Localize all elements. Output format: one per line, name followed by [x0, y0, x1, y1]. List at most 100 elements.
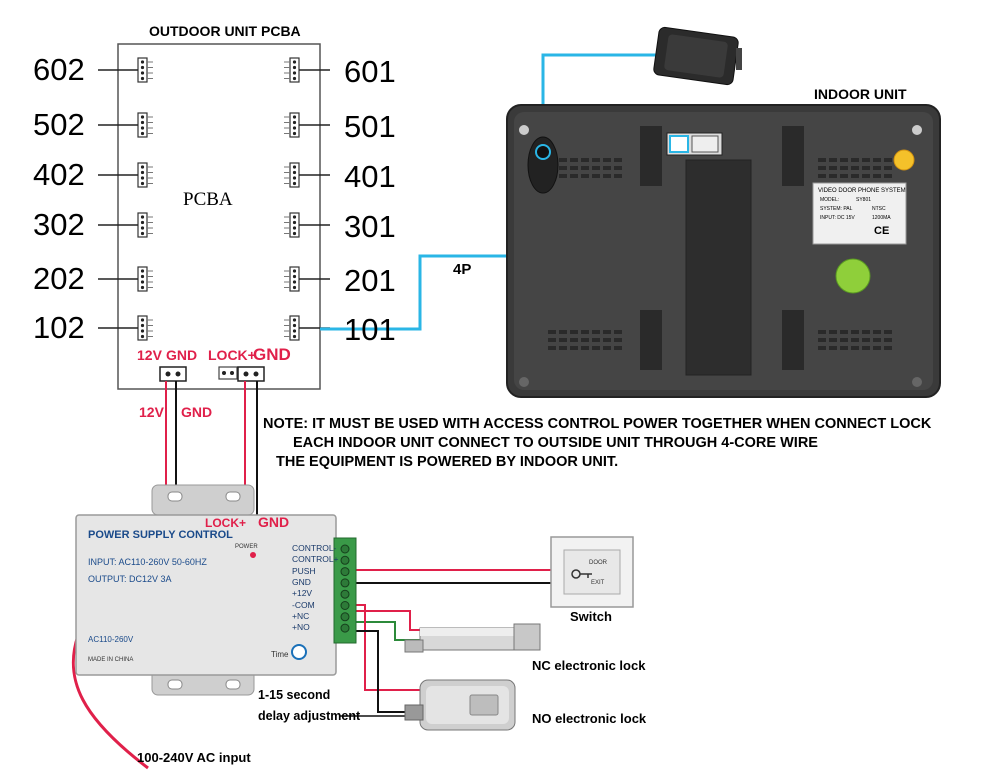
terminal-block-lock	[237, 366, 265, 382]
pcba-board-label: PCBA	[183, 189, 233, 210]
vent-slot	[862, 158, 870, 162]
sticker-system: SYSTEM: PAL	[820, 206, 853, 212]
vent-slot	[581, 174, 589, 178]
vent-slot	[581, 330, 589, 334]
indoor-title: INDOOR UNIT	[814, 86, 907, 102]
unit-label-501: 501	[344, 109, 396, 144]
psu-terminal-label: +NC	[292, 610, 310, 621]
vent-slot	[603, 330, 611, 334]
vent-slot	[603, 346, 611, 350]
indoor-unit-sticker	[812, 182, 907, 245]
unit-label-602: 602	[33, 52, 85, 87]
psu-title: POWER SUPPLY CONTROL	[88, 529, 233, 541]
nc-lock-label: NC electronic lock	[532, 658, 646, 673]
psu-terminal-label: CONTROL+	[292, 554, 339, 565]
terminal-label-lock: LOCK+	[208, 347, 256, 363]
vent-slot	[559, 166, 567, 170]
psu-ac-label: AC110-260V	[88, 635, 134, 644]
vent-slot	[840, 338, 848, 342]
power-supply-unit	[75, 484, 357, 696]
vent-slot	[840, 346, 848, 350]
psu-output: OUTPUT: DC12V 3A	[88, 574, 172, 584]
switch-label: Switch	[570, 609, 612, 624]
vent-slot	[603, 158, 611, 162]
psu-terminal-screw	[340, 555, 350, 565]
no-electronic-lock	[404, 679, 516, 731]
psu-made-in: MADE IN CHINA	[88, 657, 134, 663]
vent-slot	[559, 330, 567, 334]
outdoor-connector-201	[284, 266, 330, 292]
sticker-ntsc: NTSC	[872, 206, 886, 212]
vent-slot	[581, 338, 589, 342]
psu-gnd-label: GND	[258, 514, 290, 530]
vent-slot	[603, 174, 611, 178]
vent-slot	[840, 166, 848, 170]
vent-slot	[603, 166, 611, 170]
vent-slot	[829, 346, 837, 350]
vent-slot	[581, 158, 589, 162]
ac-input-wire	[71, 629, 149, 770]
vent-slot	[614, 174, 622, 178]
vent-slot	[614, 158, 622, 162]
vent-slot	[884, 166, 892, 170]
vent-slot	[840, 330, 848, 334]
terminal-block-jumper	[218, 366, 238, 380]
connector-4p-label: 4P	[453, 261, 472, 278]
sticker-model: SY801	[856, 197, 872, 203]
unit-label-202: 202	[33, 261, 85, 296]
vent-slot	[862, 338, 870, 342]
vent-slot	[614, 346, 622, 350]
unit-label-302: 302	[33, 207, 85, 242]
vent-slot	[581, 346, 589, 350]
vent-slot	[829, 158, 837, 162]
terminal-label-gnd2: GND	[253, 345, 291, 364]
sticker-current: 1200MA	[872, 215, 891, 221]
outdoor-connector-402	[98, 162, 153, 188]
vent-slot	[873, 330, 881, 334]
vent-slot	[592, 158, 600, 162]
psu-terminal-screw	[340, 589, 350, 599]
terminal-label-12v: 12V	[137, 347, 162, 363]
vent-slot	[570, 166, 578, 170]
outdoor-connector-102	[98, 315, 153, 341]
vent-slot	[829, 338, 837, 342]
vent-slot	[862, 166, 870, 170]
vent-slot	[581, 166, 589, 170]
note-line-2: EACH INDOOR UNIT CONNECT TO OUTSIDE UNIT…	[293, 435, 818, 451]
sticker-ce-mark: CE	[874, 225, 890, 237]
vent-slot	[592, 166, 600, 170]
psu-terminal-label: +12V	[292, 588, 313, 599]
vent-slot	[851, 330, 859, 334]
vent-slot	[592, 338, 600, 342]
psu-terminal-screw	[340, 567, 350, 577]
note-line-1: NOTE: IT MUST BE USED WITH ACCESS CONTRO…	[263, 416, 932, 432]
terminal-label-gnd: GND	[166, 347, 198, 363]
unit-label-101: 101	[344, 312, 396, 347]
vent-slot	[818, 346, 826, 350]
vent-slot	[884, 346, 892, 350]
psu-terminal-screw	[340, 544, 350, 554]
vent-slot	[884, 338, 892, 342]
vent-slot	[873, 174, 881, 178]
wire-label-gnd: GND	[181, 404, 213, 420]
vent-slot	[559, 338, 567, 342]
psu-terminal-label: PUSH	[292, 565, 316, 576]
psu-power-label: POWER	[235, 544, 258, 550]
psu-terminal-label: CONTROL-	[292, 543, 337, 553]
outdoor-connector-502	[98, 112, 153, 138]
psu-terminal-screw	[340, 601, 350, 610]
vent-slot	[851, 338, 859, 342]
vent-slot	[559, 158, 567, 162]
vent-slot	[592, 330, 600, 334]
vent-slot	[592, 174, 600, 178]
nc-red-wire	[354, 610, 420, 631]
vent-slot	[884, 174, 892, 178]
sticker-model-label: MODEL:	[820, 197, 840, 203]
wire-label-12v: 12V	[139, 404, 164, 420]
terminal-block-power	[159, 366, 187, 382]
outdoor-connector-602	[98, 57, 153, 83]
delay-label-1: 1-15 second	[258, 688, 331, 702]
sticker-title: VIDEO DOOR PHONE SYSTEM	[818, 188, 906, 194]
